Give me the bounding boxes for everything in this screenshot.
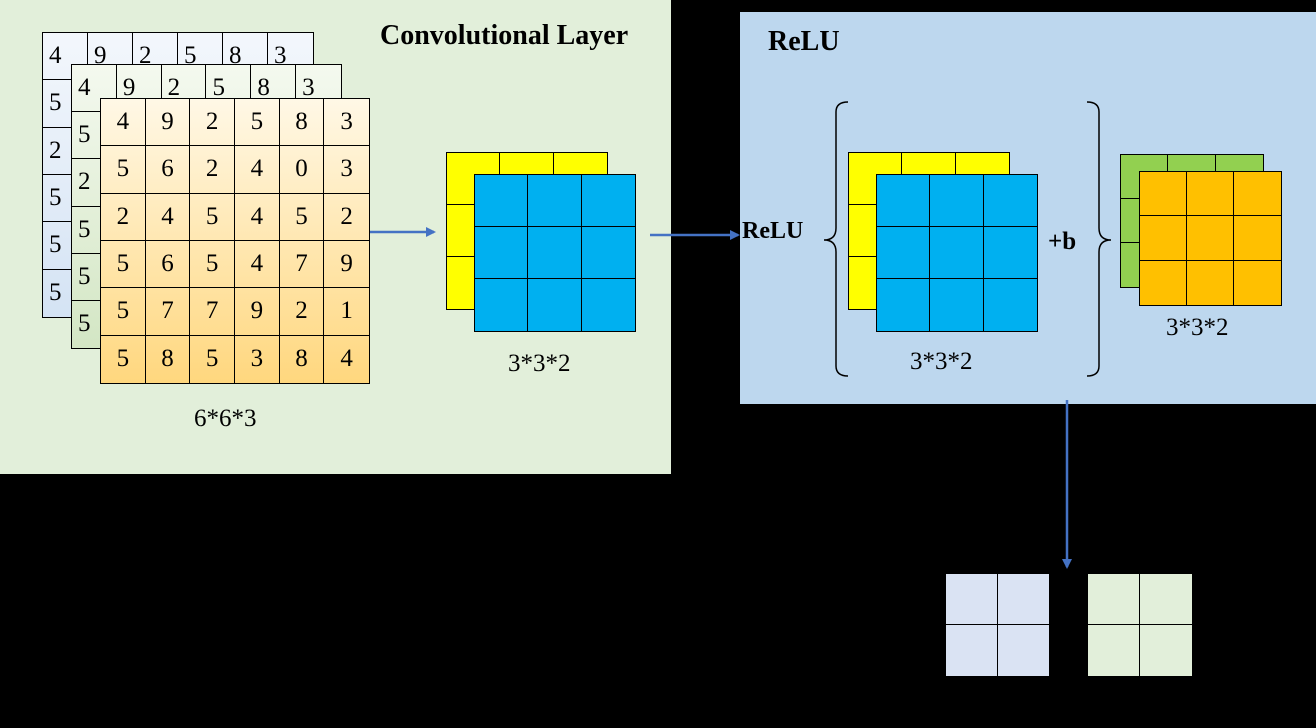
feature-cell xyxy=(528,227,582,279)
feature-cell xyxy=(983,227,1037,279)
matrix-cell: 4 xyxy=(43,33,88,81)
matrix-cell: 5 xyxy=(101,335,146,383)
matrix-cell: 4 xyxy=(340,345,353,373)
feature-cell xyxy=(877,227,931,279)
matrix-cell: 2 xyxy=(324,194,369,241)
matrix-cell: 8 xyxy=(279,99,325,147)
convolutional-layer-title: Convolutional Layer xyxy=(380,20,629,51)
matrix-cell: 5 xyxy=(235,99,280,147)
bias-cell xyxy=(1234,172,1281,217)
matrix-cell: 4 xyxy=(101,99,146,147)
pooled-cell xyxy=(946,625,998,676)
matrix-cell: 7 xyxy=(190,288,235,336)
feature-cell xyxy=(475,227,529,279)
matrix-cell: 5 xyxy=(190,193,235,241)
relu-function-label: ReLU xyxy=(742,218,804,244)
feature-cell xyxy=(877,279,931,331)
bias-front-grid xyxy=(1139,171,1282,306)
bias-cell xyxy=(1187,216,1234,261)
matrix-cell: 8 xyxy=(280,335,325,383)
matrix-cell: 9 xyxy=(145,99,191,147)
matrix-cell: 0 xyxy=(279,146,325,194)
matrix-cell: 6 xyxy=(145,146,191,194)
matrix-cell: 2 xyxy=(190,146,235,194)
right-bracket xyxy=(1086,101,1112,377)
matrix-cell: 5 xyxy=(101,240,146,289)
matrix-cell: 2 xyxy=(279,288,325,336)
matrix-cell: 6 xyxy=(145,240,191,289)
bias-cell xyxy=(1140,216,1187,261)
plus-bias-label: +b xyxy=(1048,228,1077,255)
bias-cell xyxy=(1187,172,1234,217)
matrix-cell: 3 xyxy=(324,99,369,147)
matrix-cell: 2 xyxy=(190,99,235,147)
matrix-cell: 5 xyxy=(190,335,235,383)
matrix-cell: 4 xyxy=(235,193,280,241)
bias-size-label: 3*3*2 xyxy=(1166,314,1229,341)
feature-cell xyxy=(930,227,984,279)
bias-cell xyxy=(1140,260,1187,305)
pooled-output-green-grid xyxy=(1087,573,1193,677)
matrix-cell: 9 xyxy=(324,241,369,289)
matrix-cell: 4 xyxy=(235,146,280,194)
matrix-cell: 1 xyxy=(324,288,369,336)
feature-cell xyxy=(528,175,582,227)
bias-cell xyxy=(1187,260,1234,305)
feature-cell xyxy=(930,279,984,331)
pooled-output-blue-grid xyxy=(945,573,1050,677)
relu-title: ReLU xyxy=(768,26,840,57)
feature-cell xyxy=(877,175,931,227)
matrix-cell: 4 xyxy=(145,193,191,241)
pooled-cell xyxy=(1088,625,1140,676)
feature-cell xyxy=(475,175,529,227)
left-bracket xyxy=(823,101,849,377)
feature-cell xyxy=(983,175,1037,227)
feature-cell xyxy=(581,227,635,279)
relu-featuremap-front-grid xyxy=(876,174,1038,332)
feature-cell xyxy=(528,279,582,331)
matrix-cell: 8 xyxy=(146,335,191,383)
matrix-cell: 5 xyxy=(279,193,325,241)
bias-cell xyxy=(1234,216,1281,261)
matrix-cell: 7 xyxy=(145,288,191,336)
matrix-cell: 3 xyxy=(235,335,280,383)
matrix-cell: 3 xyxy=(324,146,369,194)
matrix-cell: 5 xyxy=(101,288,146,336)
pooled-cell xyxy=(997,574,1049,625)
matrix-cell: 4 xyxy=(72,65,117,113)
relu-featuremap-size-label: 3*3*2 xyxy=(910,348,973,375)
matrix-cell: 5 xyxy=(190,240,235,289)
matrix-cell: 7 xyxy=(279,240,325,289)
matrix-cell: 2 xyxy=(101,193,146,241)
matrix-cell: 5 xyxy=(101,146,146,194)
conv-output-front-grid xyxy=(474,174,636,332)
input-size-label: 6*6*3 xyxy=(194,405,257,432)
pooled-cell xyxy=(1088,574,1140,625)
pooled-cell xyxy=(1140,574,1192,625)
matrix-cell: 4 xyxy=(235,240,280,289)
pooled-cell xyxy=(946,574,998,625)
feature-cell xyxy=(475,279,529,331)
feature-cell xyxy=(581,175,635,227)
bias-cell xyxy=(1140,172,1187,217)
conv-output-size-label: 3*3*2 xyxy=(508,350,571,377)
feature-cell xyxy=(930,175,984,227)
matrix-cell: 9 xyxy=(235,288,280,336)
